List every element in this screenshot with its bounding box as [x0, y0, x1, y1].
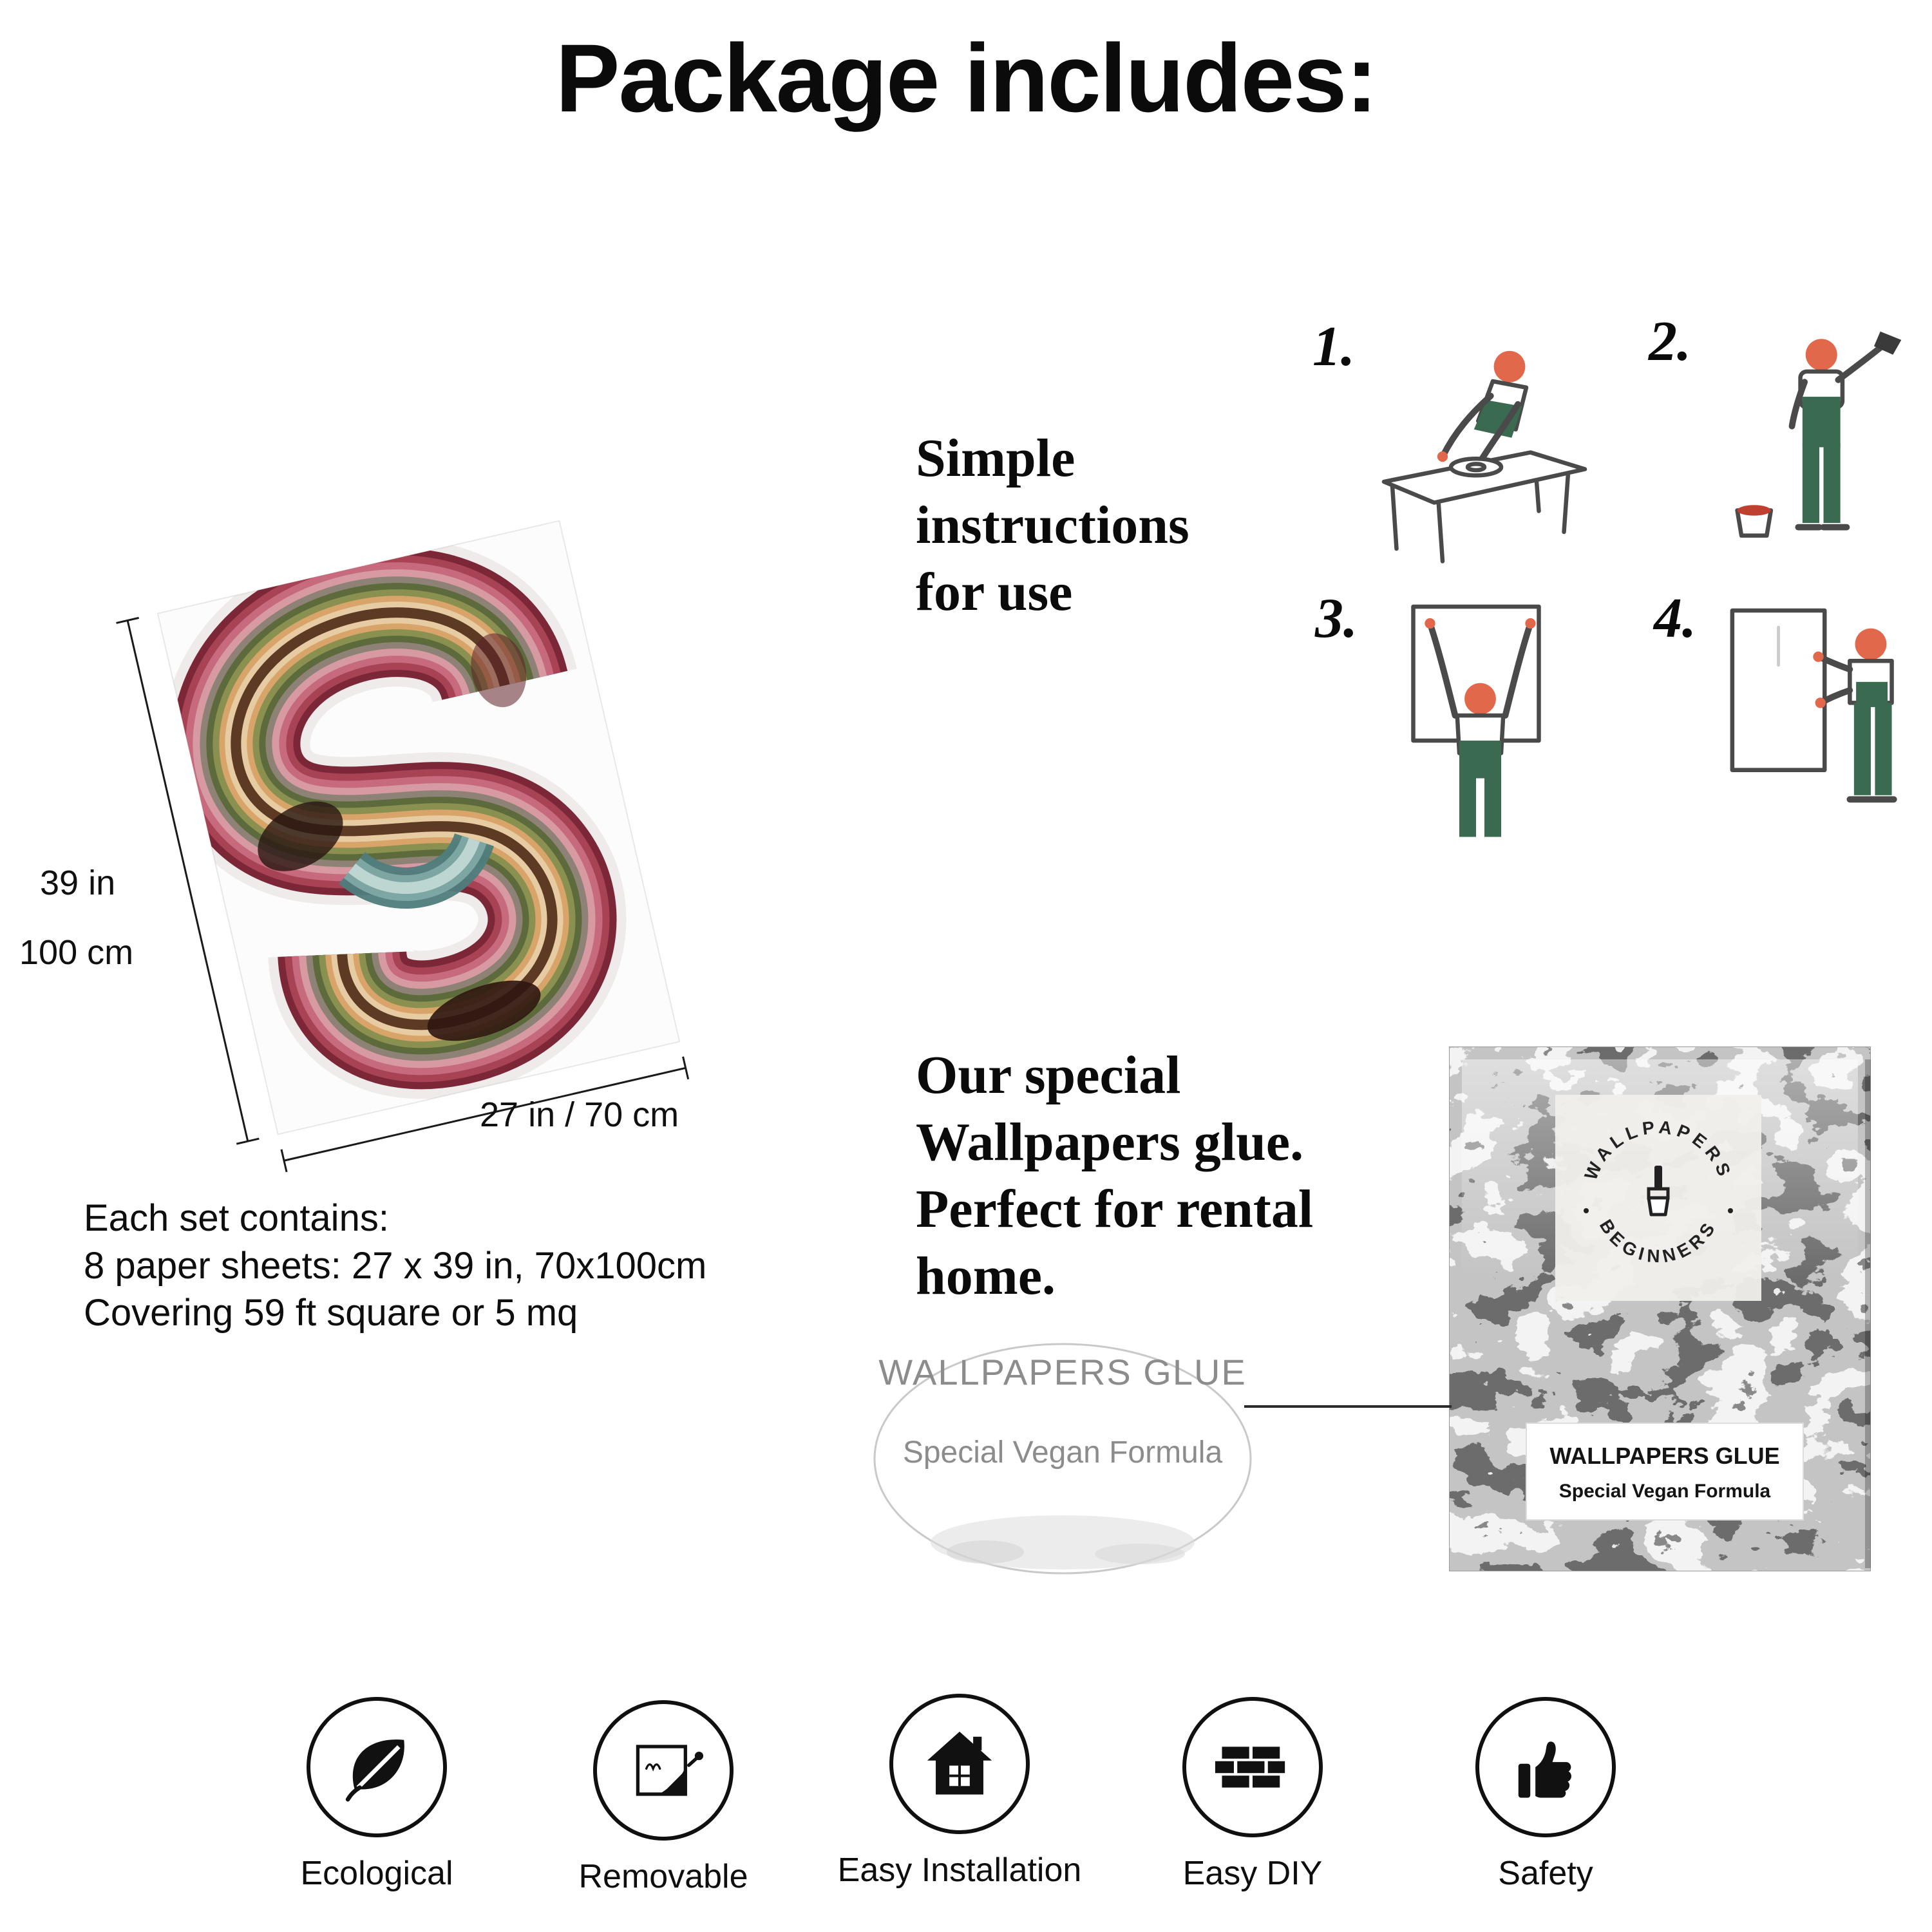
page-title: Package includes:: [555, 24, 1378, 132]
instructions-heading-line-2: instructions: [916, 495, 1189, 556]
feature-label-easy-diy: Easy DIY: [1182, 1855, 1323, 1892]
leaf-icon: [307, 1697, 447, 1837]
bricks-icon: [1182, 1697, 1323, 1837]
glue-heading-line-1: Our special: [916, 1045, 1181, 1105]
feature-ecological: Ecological: [229, 1697, 525, 1893]
package-label: WALLPAPERS GLUE Special Vegan Formula: [1526, 1423, 1804, 1520]
instructions-heading-line-1: Simple: [916, 428, 1075, 488]
glue-heading-line-2: Wallpapers glue.: [916, 1112, 1304, 1173]
step4-illustration-smooth-sheet: [1730, 608, 1897, 803]
step2-illustration-paste-wall: [1735, 331, 1902, 538]
set-contents-line-2: 8 paper sheets: 27 x 39 in, 70x100cm: [84, 1244, 707, 1287]
feature-label-removable: Removable: [578, 1858, 748, 1895]
thumbs-up-icon: [1475, 1697, 1616, 1837]
step-number-4: 4.: [1654, 587, 1696, 650]
step-number-1: 1.: [1312, 316, 1355, 378]
glue-heading: Our special Wallpapers glue. Perfect for…: [916, 1042, 1313, 1311]
set-contents-text: Each set contains: 8 paper sheets: 27 x …: [84, 1195, 706, 1337]
package-label-subtitle: Special Vegan Formula: [1559, 1481, 1771, 1502]
instructions-heading-line-3: for use: [916, 562, 1073, 623]
glue-package-photo: WALLPAPERS BEGINNERS WALLPAPERS GLUE Spe…: [1449, 1046, 1871, 1571]
feature-label-easy-installation: Easy Installation: [837, 1852, 1082, 1889]
set-contents-line-3: Covering 59 ft square or 5 mq: [84, 1292, 578, 1334]
brand-logo: WALLPAPERS BEGINNERS: [1555, 1095, 1761, 1301]
step3-illustration-position-sheet: [1411, 604, 1541, 837]
feature-safety: Safety: [1397, 1697, 1694, 1893]
zoom-callout: [873, 1343, 1252, 1575]
callout-connector-line: [1244, 1405, 1452, 1408]
package-label-title: WALLPAPERS GLUE: [1549, 1443, 1779, 1469]
brush-icon: [1647, 1166, 1670, 1217]
dimension-label-height-cm: 100 cm: [19, 933, 134, 972]
zoom-label-title: WALLPAPERS GLUE: [878, 1352, 1247, 1392]
peel-icon: [593, 1700, 734, 1841]
step1-illustration-glue-table: [1381, 350, 1587, 564]
instructions-heading: Simple instructions for use: [916, 425, 1189, 626]
feature-removable: Removable: [515, 1700, 811, 1896]
wallpaper-sample-figure: [116, 520, 690, 1173]
house-icon: [889, 1694, 1030, 1834]
dimension-lines: [116, 616, 690, 1173]
step-number-2: 2.: [1649, 310, 1691, 373]
glue-heading-line-4: home.: [916, 1246, 1056, 1307]
feature-easy-diy: Easy DIY: [1104, 1697, 1401, 1893]
set-contents-line-1: Each set contains:: [84, 1197, 389, 1239]
dimension-label-width: 27 in / 70 cm: [480, 1095, 679, 1134]
wallpaper-artwork: [162, 538, 627, 1099]
dimension-label-height-in: 39 in: [40, 864, 116, 902]
glue-heading-line-3: Perfect for rental: [916, 1179, 1314, 1240]
zoom-label-subtitle: Special Vegan Formula: [902, 1435, 1223, 1470]
step-number-3: 3.: [1315, 587, 1358, 650]
feature-label-ecological: Ecological: [300, 1855, 453, 1892]
feature-label-safety: Safety: [1498, 1855, 1593, 1892]
feature-easy-installation: Easy Installation: [811, 1694, 1108, 1889]
